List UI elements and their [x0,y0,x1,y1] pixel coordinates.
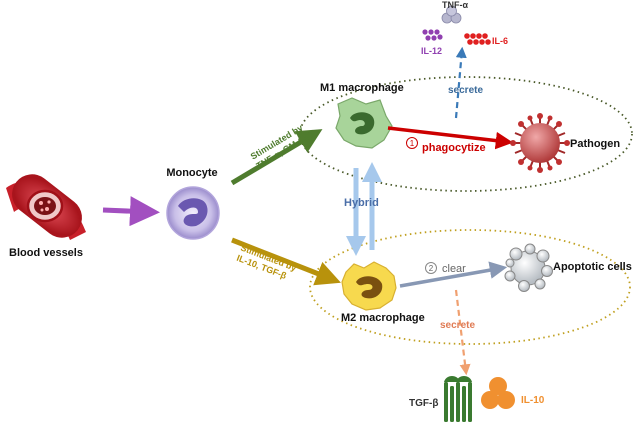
m1-secrete-label: secrete [448,85,483,96]
m2-secrete-label: secrete [440,320,475,331]
il6-molecule-icon [464,33,491,45]
phagocytize-label: phagocytize [422,142,486,154]
il12-label: IL-12 [421,46,442,56]
il6-label: IL-6 [492,36,508,46]
clear-label: clear [442,263,466,275]
step-one-badge [406,137,418,149]
phagocytize-arrow [387,126,514,150]
monocyte-cell-icon [166,186,220,240]
monocyte-label: Monocyte [166,167,217,179]
il10-label: IL-10 [521,395,545,406]
il12-molecule-icon [422,29,443,41]
stimulated-m2-caption: Stimulated by IL-10, TGF-β [235,243,298,282]
blood-vessel-icon [6,174,86,240]
m2-macrophage-label: M2 macrophage [341,312,425,324]
stimulated-m1-caption: Stimulated by TNF-α, GM-CSF [249,123,317,171]
tgf-beta-label: TGF-β [409,398,438,409]
apoptotic-cells-label: Apoptotic cells [553,261,632,273]
clear-arrow [399,261,508,288]
m2-macrophage-cell-icon [341,261,397,311]
pathogen-virus-icon [510,113,570,173]
m2-secrete-arrow [454,289,471,376]
vessel-to-monocyte-arrow [102,196,160,227]
pathogen-label: Pathogen [570,138,620,150]
m1-secrete-arrow [454,46,467,119]
tgf-beta-receptor-icon [444,376,472,422]
hybrid-label: Hybrid [344,197,379,209]
step-two-badge [425,262,437,274]
m1-macrophage-label: M1 macrophage [320,82,404,94]
tnf-alpha-label: TNF-α [442,0,468,10]
svg-text:1: 1 [410,139,415,148]
monocyte-to-m2-arrow [231,237,341,286]
il10-molecule-icon [481,377,515,409]
monocyte-to-m1-arrow [230,129,323,186]
m1-macrophage-cell-icon [335,97,393,149]
tnf-alpha-molecule-icon [441,5,462,24]
apoptotic-cell-icon [504,243,553,292]
blood-vessels-label: Blood vessels [9,247,83,259]
svg-text:2: 2 [429,264,434,273]
m2-region-ellipse [309,229,631,345]
